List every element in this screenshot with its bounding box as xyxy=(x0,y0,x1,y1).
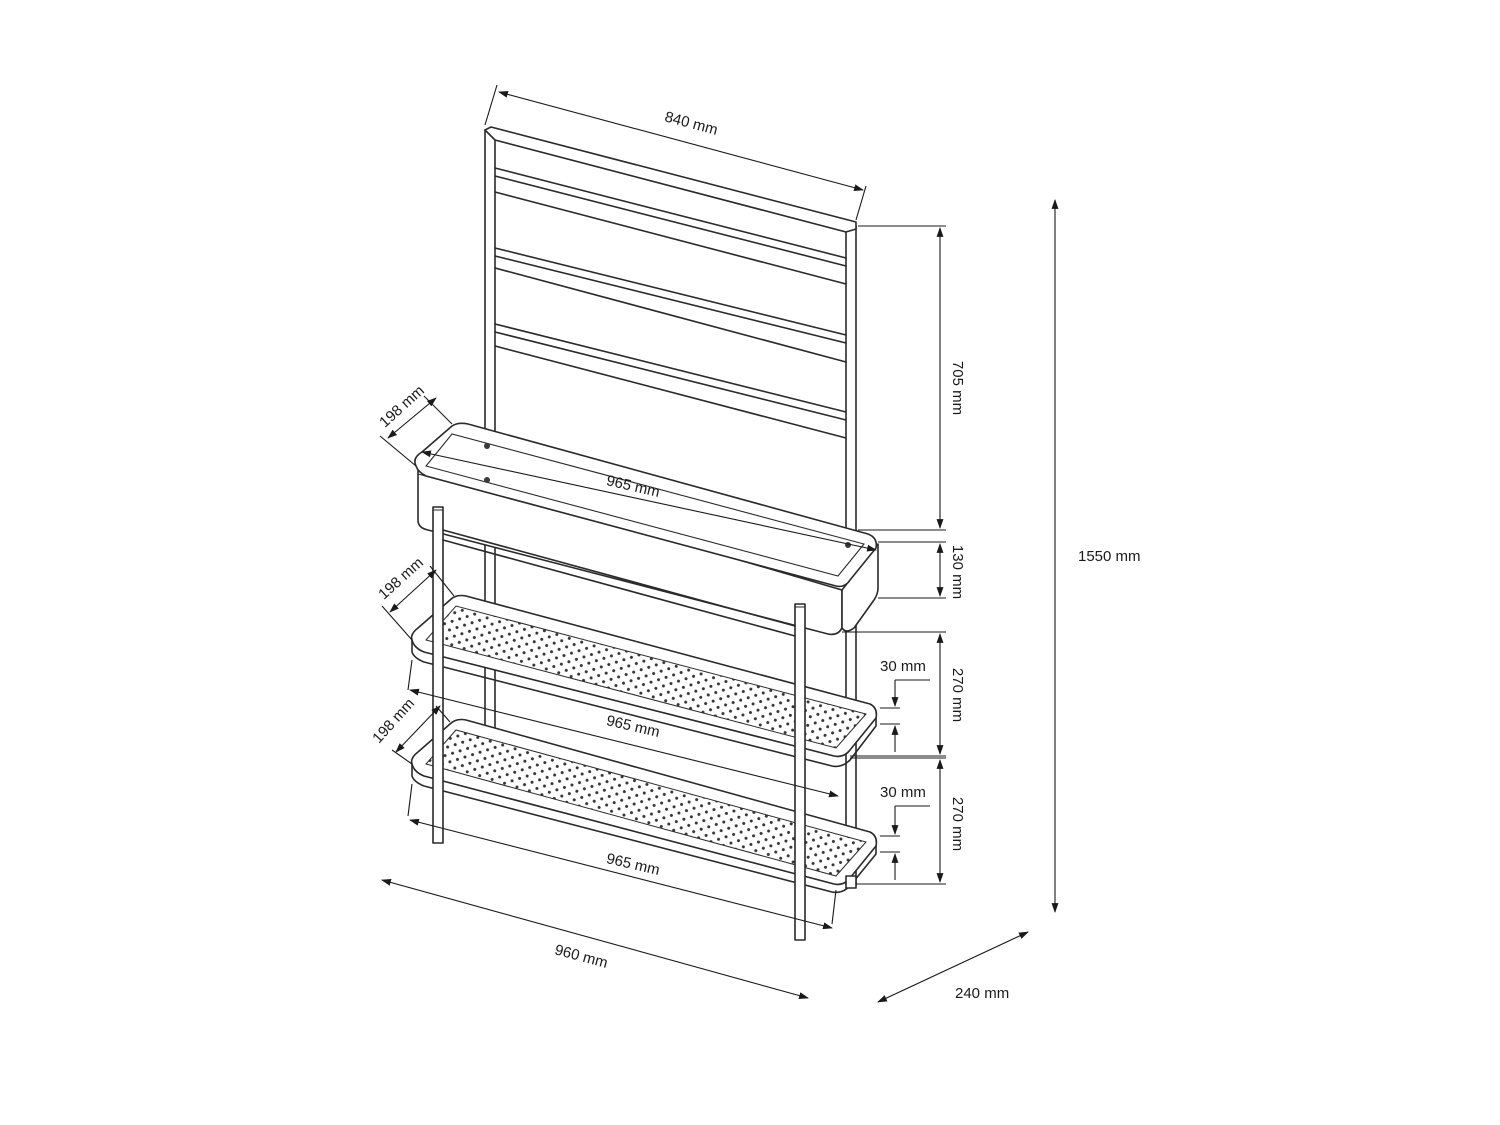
label-shelf-gap-2: 270 mm xyxy=(949,797,966,851)
label-shelf2-length: 965 mm xyxy=(605,850,662,879)
label-shelf-gap-1: 270 mm xyxy=(949,668,966,722)
label-shelf2-depth: 198 mm xyxy=(369,695,418,747)
label-planter-depth: 198 mm xyxy=(376,382,428,431)
dimension-lines xyxy=(379,84,1059,1003)
label-shelf1-lip: 30 mm xyxy=(880,658,926,675)
label-trellis-height: 705 mm xyxy=(949,361,966,415)
label-base-width: 960 mm xyxy=(553,941,610,971)
label-shelf2-lip: 30 mm xyxy=(880,784,926,801)
label-base-depth: 240 mm xyxy=(955,985,1009,1002)
label-planter-height: 130 mm xyxy=(949,545,966,599)
label-shelf1-length: 965 mm xyxy=(605,712,662,741)
label-trellis-width: 840 mm xyxy=(663,108,720,138)
label-total-height: 1550 mm xyxy=(1078,548,1141,565)
label-shelf1-depth: 198 mm xyxy=(375,554,427,603)
